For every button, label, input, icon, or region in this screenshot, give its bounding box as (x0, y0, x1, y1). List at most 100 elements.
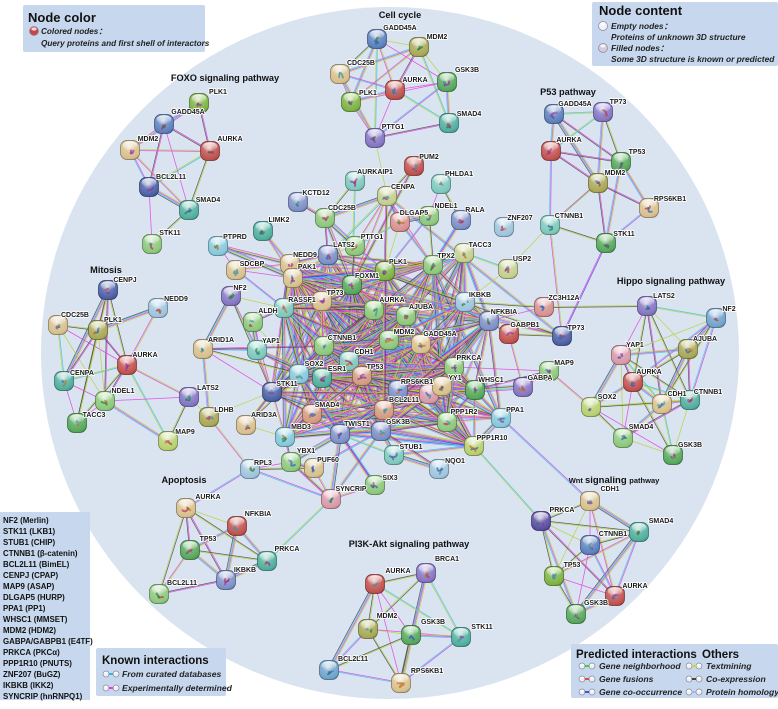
svg-text:PAK1: PAK1 (298, 264, 316, 271)
svg-text:CDH1: CDH1 (600, 486, 619, 493)
svg-text:LDHB: LDHB (214, 407, 233, 414)
svg-text:P53 pathway: P53 pathway (540, 87, 597, 97)
svg-text:NFKBIA: NFKBIA (491, 309, 517, 316)
svg-text:Filled nodes：: Filled nodes： (611, 43, 668, 53)
svg-text:NDEL1: NDEL1 (435, 203, 458, 210)
svg-text:Cell cycle: Cell cycle (379, 10, 421, 20)
svg-text:SDCBP: SDCBP (240, 261, 265, 268)
svg-text:ESR1: ESR1 (328, 366, 346, 373)
svg-text:CDC25B: CDC25B (61, 312, 89, 319)
svg-text:CENPJ: CENPJ (113, 277, 136, 284)
svg-text:From curated databases: From curated databases (122, 669, 222, 679)
svg-text:MDM2: MDM2 (377, 613, 398, 620)
svg-text:SIX3: SIX3 (382, 475, 397, 482)
svg-text:TACC3: TACC3 (83, 412, 106, 419)
svg-text:SMAD4: SMAD4 (315, 402, 340, 409)
svg-text:GADD45A: GADD45A (558, 101, 591, 108)
svg-text:MAP9 (ASAP): MAP9 (ASAP) (3, 582, 55, 591)
svg-text:BCL2L11: BCL2L11 (156, 174, 186, 181)
svg-text:GSK3B: GSK3B (421, 619, 445, 626)
svg-text:SOX2: SOX2 (305, 361, 324, 368)
svg-text:AURKA: AURKA (622, 583, 647, 590)
svg-text:NF2: NF2 (722, 306, 735, 313)
svg-text:Experimentally determined: Experimentally determined (122, 683, 233, 693)
svg-text:AURKA: AURKA (195, 494, 220, 501)
svg-text:DLGAP5 (HURP): DLGAP5 (HURP) (3, 593, 65, 602)
svg-text:GABPB1: GABPB1 (510, 322, 539, 329)
svg-text:AURKAIP1: AURKAIP1 (357, 169, 393, 176)
svg-text:PRKCA (PKCα): PRKCA (PKCα) (3, 648, 60, 657)
svg-text:LATS2: LATS2 (197, 385, 219, 392)
svg-text:SYNCRIP (hnRNPQ1): SYNCRIP (hnRNPQ1) (3, 692, 83, 701)
svg-text:Gene fusions: Gene fusions (599, 674, 654, 684)
svg-text:NF2 (Merlin): NF2 (Merlin) (3, 516, 49, 525)
svg-text:Wnt signaling pathway: Wnt signaling pathway (569, 475, 660, 486)
svg-text:AURKA: AURKA (556, 137, 581, 144)
svg-text:AJUBA: AJUBA (409, 304, 433, 311)
svg-text:AURKA: AURKA (402, 77, 427, 84)
svg-text:STK11: STK11 (613, 231, 635, 238)
svg-text:Node color: Node color (28, 10, 96, 25)
svg-text:Colored nodes：: Colored nodes： (41, 27, 107, 36)
svg-text:MDM2: MDM2 (138, 136, 159, 143)
svg-text:ZC3H12A: ZC3H12A (548, 295, 579, 302)
svg-text:STK11 (LKB1): STK11 (LKB1) (3, 527, 56, 536)
svg-text:TP53: TP53 (367, 364, 384, 371)
svg-text:TP53: TP53 (564, 562, 581, 569)
svg-text:AURKA: AURKA (132, 352, 157, 359)
svg-text:ZNF207: ZNF207 (507, 215, 532, 222)
svg-text:Others: Others (702, 649, 739, 661)
svg-text:STK11: STK11 (276, 381, 298, 388)
svg-text:CENPA: CENPA (70, 370, 94, 377)
svg-text:PI3K-Akt signaling pathway: PI3K-Akt signaling pathway (349, 539, 470, 549)
svg-text:KCTD12: KCTD12 (302, 190, 329, 197)
svg-text:PPA1: PPA1 (506, 407, 524, 414)
svg-text:CDC25B: CDC25B (347, 60, 375, 67)
svg-text:SMAD4: SMAD4 (196, 197, 221, 204)
svg-text:GSK3B: GSK3B (678, 442, 702, 449)
svg-text:PLK1: PLK1 (389, 259, 407, 266)
svg-text:CDC25B: CDC25B (328, 205, 356, 212)
svg-text:PTTG1: PTTG1 (382, 124, 405, 131)
svg-text:STK11: STK11 (159, 230, 181, 237)
svg-text:PRKCA: PRKCA (275, 546, 300, 553)
svg-text:MBD3: MBD3 (291, 424, 311, 431)
svg-text:PHLDA1: PHLDA1 (445, 171, 473, 178)
svg-text:ZNF207 (BuGZ): ZNF207 (BuGZ) (3, 670, 61, 679)
svg-text:MDM2: MDM2 (394, 329, 415, 336)
svg-text:PRKCA: PRKCA (550, 507, 575, 514)
svg-text:BCL2L11: BCL2L11 (389, 397, 419, 404)
svg-text:SYNCRIP: SYNCRIP (335, 486, 366, 493)
svg-text:AURKA: AURKA (636, 369, 661, 376)
svg-text:YY1: YY1 (448, 375, 461, 382)
svg-text:GSK3B: GSK3B (584, 600, 608, 607)
svg-text:NDEL1: NDEL1 (112, 388, 135, 395)
svg-text:YAP1: YAP1 (626, 342, 644, 349)
svg-text:RASSF1: RASSF1 (288, 297, 316, 304)
svg-text:YBX1: YBX1 (297, 448, 315, 455)
svg-text:BCL2L11: BCL2L11 (338, 656, 368, 663)
svg-text:PPP1R10 (PNUTS): PPP1R10 (PNUTS) (3, 659, 72, 668)
svg-text:Gene co-occurrence: Gene co-occurrence (599, 687, 682, 697)
svg-text:LATS2: LATS2 (333, 242, 355, 249)
svg-text:RALA: RALA (465, 207, 484, 214)
svg-text:ALDH: ALDH (258, 308, 277, 315)
svg-text:CTNNB1: CTNNB1 (599, 531, 627, 538)
svg-text:ARID1A: ARID1A (208, 337, 234, 344)
svg-text:CTNNB1: CTNNB1 (328, 335, 356, 342)
svg-text:AURKA: AURKA (385, 568, 410, 575)
svg-text:YAP1: YAP1 (262, 338, 280, 345)
svg-text:SOX2: SOX2 (598, 394, 617, 401)
svg-text:WHSC1: WHSC1 (478, 377, 503, 384)
svg-text:IKBKB: IKBKB (469, 292, 491, 299)
svg-text:PLK1: PLK1 (104, 317, 122, 324)
svg-text:SMAD4: SMAD4 (649, 518, 674, 525)
svg-text:CTNNB1: CTNNB1 (555, 213, 583, 220)
svg-text:NFKBIA: NFKBIA (245, 511, 271, 518)
svg-text:PRKCA: PRKCA (457, 355, 482, 362)
svg-text:CENPJ (CPAP): CENPJ (CPAP) (3, 571, 58, 580)
svg-text:RPS6KB1: RPS6KB1 (401, 379, 433, 386)
svg-text:GADD45A: GADD45A (171, 109, 204, 116)
svg-text:PTTG1: PTTG1 (361, 234, 384, 241)
svg-text:BCL2L11: BCL2L11 (167, 580, 197, 587)
